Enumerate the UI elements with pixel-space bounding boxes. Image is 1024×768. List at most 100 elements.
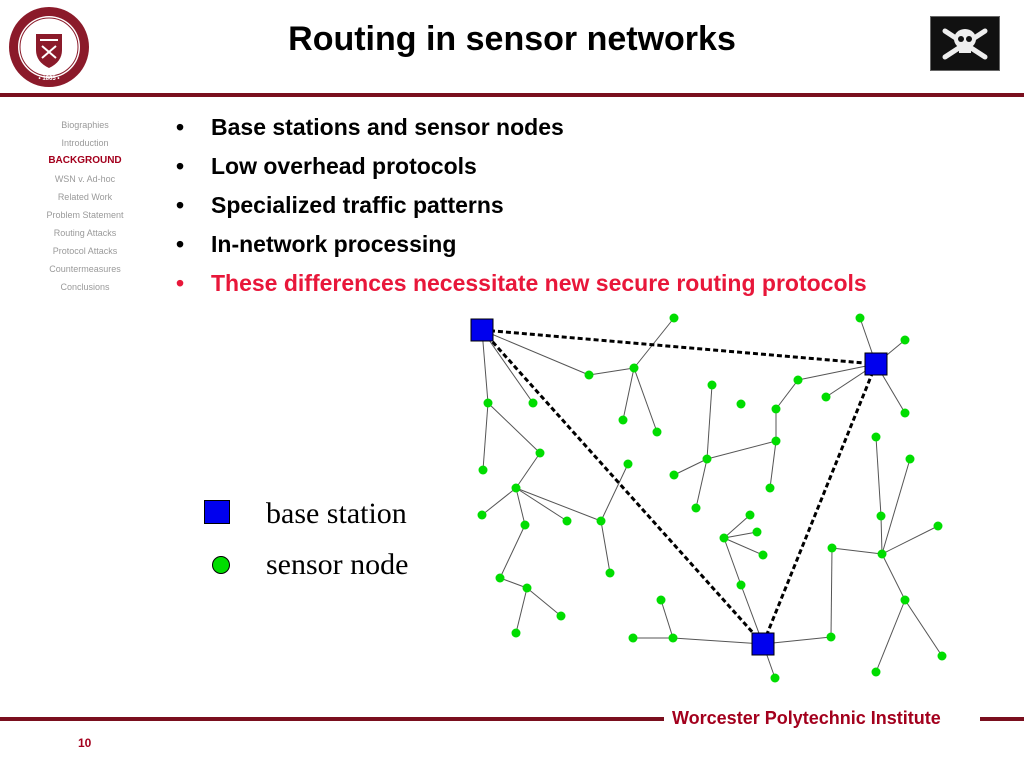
bullet-list: •Base stations and sensor nodes •Low ove…: [176, 114, 896, 309]
base-station-link: [761, 363, 878, 645]
network-link: [526, 587, 562, 617]
network-link: [515, 452, 541, 489]
nav-item-conclusions[interactable]: Conclusions: [60, 282, 110, 292]
sensor-node: [752, 527, 762, 537]
sensor-node: [562, 516, 572, 526]
sensor-node: [605, 568, 615, 578]
sensor-node: [483, 398, 493, 408]
base-station: [751, 632, 775, 656]
bullet-glyph: •: [176, 114, 185, 140]
bullet-item: •In-network processing: [176, 231, 896, 258]
sensor-node: [871, 667, 881, 677]
sensor-node: [719, 533, 729, 543]
sensor-node: [511, 628, 521, 638]
bullet-text: These differences necessitate new secure…: [211, 270, 867, 296]
sensor-node: [905, 454, 915, 464]
nav-item-countermeasures[interactable]: Countermeasures: [49, 264, 121, 274]
network-link: [875, 436, 882, 517]
network-link: [797, 363, 877, 381]
network-link: [723, 537, 742, 586]
sensor-node: [702, 454, 712, 464]
sensor-node: [793, 375, 803, 385]
network-link: [673, 458, 708, 476]
sensor-node: [933, 521, 943, 531]
sensor-node: [771, 436, 781, 446]
sensor-node: [584, 370, 594, 380]
base-station-link: [481, 328, 877, 366]
network-link: [622, 367, 635, 421]
sensor-node: [629, 363, 639, 373]
sensor-node: [618, 415, 628, 425]
bullet-text: Base stations and sensor nodes: [211, 114, 564, 140]
sensor-node: [478, 465, 488, 475]
sensor-node: [623, 459, 633, 469]
network-link: [499, 524, 526, 579]
network-link: [904, 599, 943, 657]
bullet-item: •Specialized traffic patterns: [176, 192, 896, 219]
base-station: [470, 318, 494, 342]
nav-item-introduction[interactable]: Introduction: [61, 138, 109, 148]
network-link: [482, 402, 489, 471]
sensor-node: [535, 448, 545, 458]
sensor-node: [877, 549, 887, 559]
sensor-node: [900, 408, 910, 418]
bullet-glyph: •: [176, 153, 185, 179]
network-link: [588, 367, 635, 376]
section-nav: Biographies Introduction BACKGROUND WSN …: [30, 116, 140, 296]
base-station-legend-label: base station: [266, 497, 407, 530]
nav-item-biographies[interactable]: Biographies: [61, 120, 109, 130]
footer-divider-right: [980, 717, 1024, 721]
nav-item-protocol-attacks[interactable]: Protocol Attacks: [52, 246, 118, 256]
network-link: [481, 329, 489, 404]
nav-item-background[interactable]: BACKGROUND: [48, 155, 122, 166]
sensor-node: [477, 510, 487, 520]
sensor-node: [765, 483, 775, 493]
network-link: [881, 553, 906, 601]
nav-item-wsn-v-adhoc[interactable]: WSN v. Ad-hoc: [54, 174, 116, 184]
network-link: [600, 463, 629, 522]
network-link: [881, 525, 939, 555]
sensor-node: [736, 580, 746, 590]
network-link: [515, 487, 602, 522]
sensor-node: [522, 583, 532, 593]
sensor-node: [707, 380, 717, 390]
nav-item-routing-attacks[interactable]: Routing Attacks: [53, 228, 117, 238]
network-link: [481, 329, 590, 376]
sensor-node: [656, 595, 666, 605]
nav-item-problem-statement[interactable]: Problem Statement: [46, 210, 124, 220]
network-link: [487, 402, 541, 454]
sensor-node: [937, 651, 947, 661]
network-link: [481, 487, 517, 516]
network-link: [881, 458, 911, 555]
network-link: [723, 531, 758, 539]
svg-text:• 1865 •: • 1865 •: [39, 76, 60, 82]
sensor-node: [771, 404, 781, 414]
footer-divider-left: [0, 717, 664, 721]
bullet-text: Specialized traffic patterns: [211, 192, 504, 218]
sensor-node-legend-label: sensor node: [266, 548, 409, 581]
sensor-node: [827, 543, 837, 553]
sensor-node: [900, 595, 910, 605]
sensor-node: [668, 633, 678, 643]
sensor-node: [826, 632, 836, 642]
sensor-node-legend-icon: [212, 556, 230, 574]
network-link: [831, 547, 883, 555]
network-link: [723, 537, 764, 556]
network-link: [775, 379, 799, 410]
network-link: [633, 317, 675, 369]
bullet-item: • Base stations and sensor nodes: [176, 114, 896, 141]
nav-item-related-work[interactable]: Related Work: [57, 192, 113, 202]
sensor-node: [900, 335, 910, 345]
sensor-node: [556, 611, 566, 621]
network-link: [723, 514, 751, 539]
sensor-node: [669, 313, 679, 323]
sensor-node: [758, 550, 768, 560]
header-divider: [0, 93, 1024, 97]
base-station-legend-icon: [204, 500, 230, 524]
network-link: [499, 577, 528, 589]
footer-institution: Worcester Polytechnic Institute: [672, 708, 941, 728]
sensor-node: [770, 673, 780, 683]
sensor-node: [596, 516, 606, 526]
sensor-node: [691, 503, 701, 513]
